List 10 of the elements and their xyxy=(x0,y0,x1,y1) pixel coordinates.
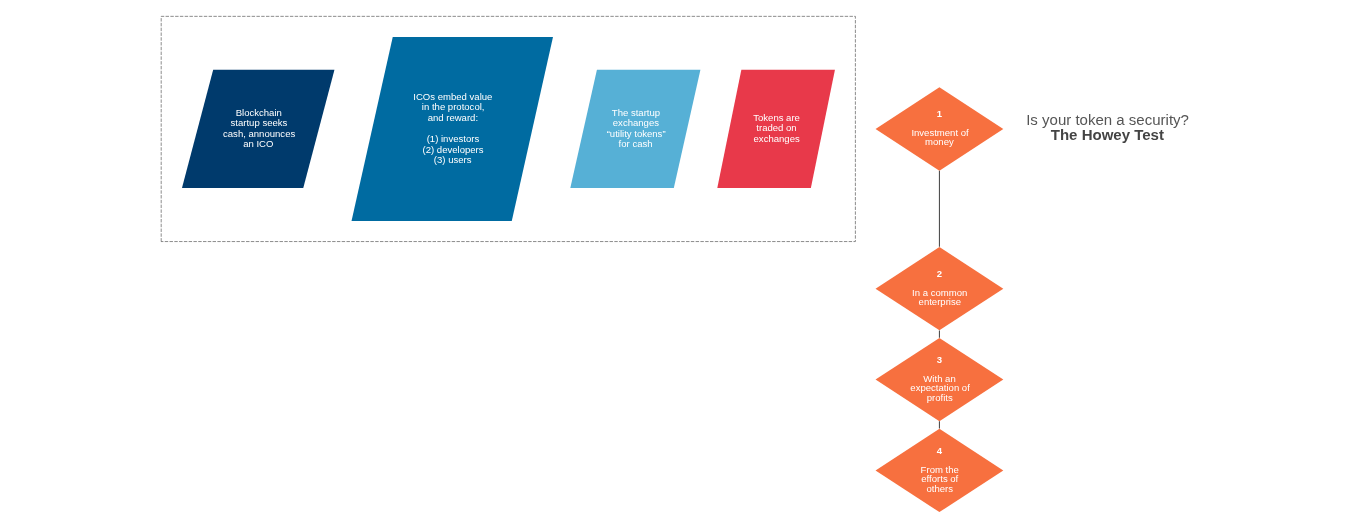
connector xyxy=(938,329,940,339)
label: The Howey Test xyxy=(1050,126,1164,144)
label: Is your token a security? xyxy=(1025,111,1189,129)
node-diamond: 2 In a common enterprise xyxy=(875,247,1003,331)
connector xyxy=(938,170,940,248)
node-diamond: 3 With an expectation of profits xyxy=(875,337,1003,422)
cluster xyxy=(160,16,856,242)
connector xyxy=(938,420,940,430)
node-diamond: 1 Investment of money xyxy=(875,87,1003,171)
node-diamond: 4 From the efforts of others xyxy=(875,428,1003,513)
